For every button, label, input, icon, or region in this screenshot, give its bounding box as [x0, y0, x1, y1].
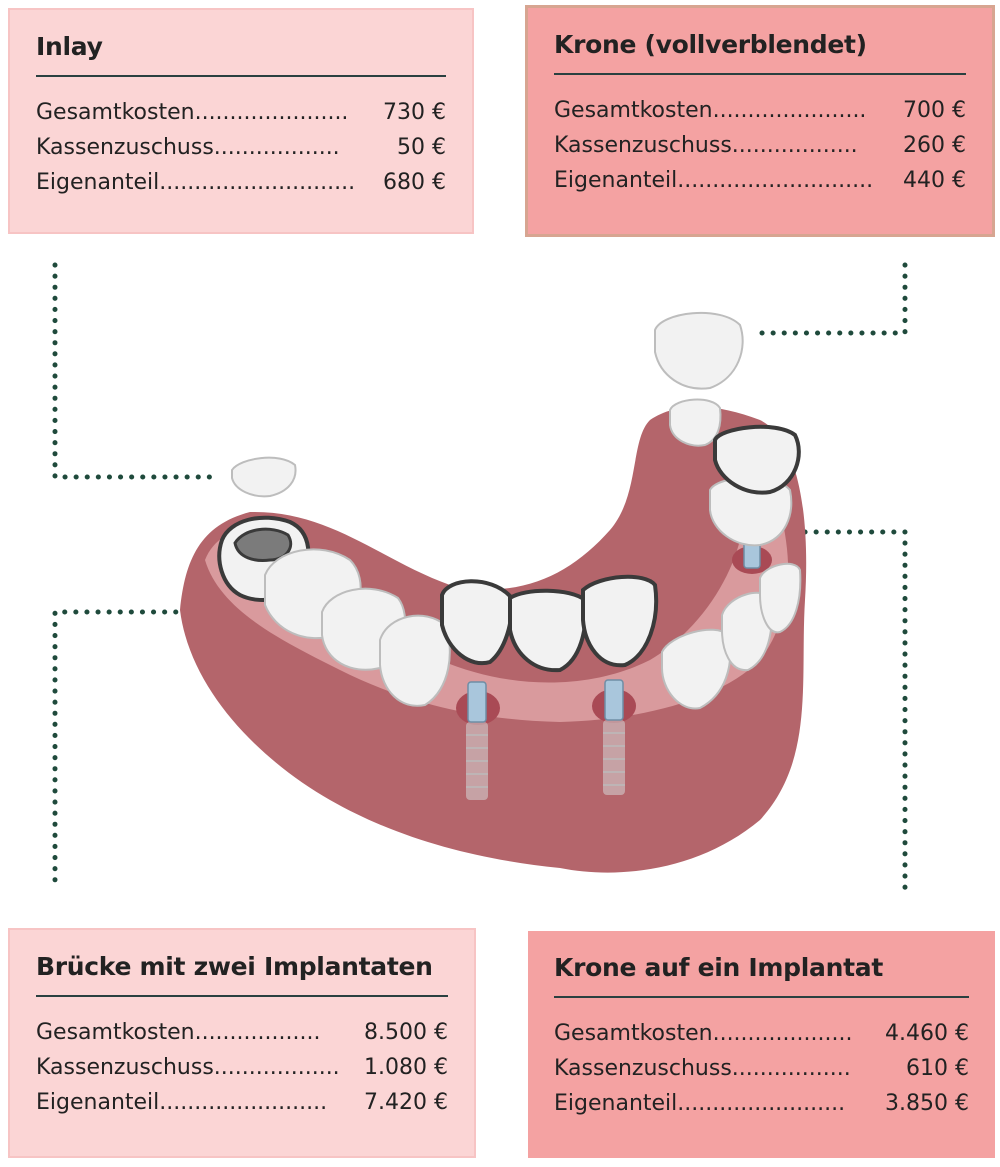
card-divider: [554, 996, 969, 998]
cost-row-subsidy: Kassenzuschuss.................. 260 €: [554, 128, 966, 163]
card-title: Krone (vollverblendet): [554, 30, 867, 59]
bridge-right: [581, 574, 659, 668]
card-divider: [554, 73, 966, 75]
leader-dots: ........................: [159, 1090, 328, 1115]
cost-value: 730 €: [383, 100, 446, 125]
connector-krone: [757, 262, 908, 336]
leader-dots: .................: [731, 1056, 851, 1081]
connector-implantat: [802, 529, 908, 891]
card-title: Inlay: [36, 32, 103, 61]
cost-label: Kassenzuschuss: [554, 1056, 732, 1081]
cost-row-subsidy: Kassenzuschuss.................. 50 €: [36, 130, 446, 165]
leader-dots: ............................: [159, 170, 356, 195]
cost-row-subsidy: Kassenzuschuss.................. 1.080 €: [36, 1050, 448, 1085]
cost-row-total: Gesamtkosten.................. 8.500 €: [36, 1015, 448, 1050]
card-bruecke: Brücke mit zwei Implantaten Gesamtkosten…: [8, 928, 476, 1158]
card-implantat: Krone auf ein Implantat Gesamtkosten....…: [528, 931, 995, 1158]
cost-value: 8.500 €: [364, 1020, 448, 1045]
cost-value: 610 €: [906, 1056, 969, 1081]
cost-label: Kassenzuschuss: [554, 133, 732, 158]
cost-row-own-share: Eigenanteil........................ 3.850…: [554, 1086, 969, 1121]
cost-row-own-share: Eigenanteil............................ 4…: [554, 163, 966, 198]
cost-label: Gesamtkosten: [554, 1021, 713, 1046]
leader-dots: ..................: [731, 133, 858, 158]
cost-label: Eigenanteil: [36, 1090, 160, 1115]
cost-label: Eigenanteil: [36, 170, 160, 195]
cost-row-total: Gesamtkosten...................... 700 €: [554, 93, 966, 128]
leader-dots: ..................: [194, 1020, 321, 1045]
cost-label: Kassenzuschuss: [36, 1055, 214, 1080]
cost-row-own-share: Eigenanteil........................ 7.420…: [36, 1085, 448, 1120]
leader-dots: ......................: [712, 98, 867, 123]
cost-label: Kassenzuschuss: [36, 135, 214, 160]
incisor-3: [759, 562, 802, 634]
cost-row-total: Gesamtkosten.................... 4.460 €: [554, 1016, 969, 1051]
leader-dots: ....................: [712, 1021, 853, 1046]
premolar-2: [379, 614, 451, 707]
bridge-left: [440, 579, 514, 666]
cost-value: 440 €: [903, 168, 966, 193]
bridge-middle: [508, 588, 588, 673]
leader-dots: ..................: [213, 135, 340, 160]
cost-row-subsidy: Kassenzuschuss................. 610 €: [554, 1051, 969, 1086]
card-divider: [36, 995, 448, 997]
cost-value: 3.850 €: [885, 1091, 969, 1116]
leader-dots: ......................: [194, 100, 349, 125]
card-divider: [36, 75, 446, 77]
inlay-floating: [231, 456, 297, 498]
cost-row-total: Gesamtkosten...................... 730 €: [36, 95, 446, 130]
card-krone: Krone (vollverblendet) Gesamtkosten.....…: [525, 5, 995, 237]
card-title: Brücke mit zwei Implantaten: [36, 952, 433, 981]
teeth: [217, 311, 802, 710]
card-inlay: Inlay Gesamtkosten......................…: [8, 8, 474, 234]
cost-value: 50 €: [397, 135, 446, 160]
cost-label: Gesamtkosten: [554, 98, 713, 123]
crown-stump: [669, 398, 722, 447]
cost-label: Eigenanteil: [554, 1091, 678, 1116]
cost-label: Gesamtkosten: [36, 100, 195, 125]
cost-value: 1.080 €: [364, 1055, 448, 1080]
leader-dots: ........................: [677, 1091, 846, 1116]
leader-dots: ..................: [213, 1055, 340, 1080]
cost-label: Gesamtkosten: [36, 1020, 195, 1045]
cost-row-own-share: Eigenanteil............................ 6…: [36, 165, 446, 200]
implants: [456, 527, 772, 800]
cost-label: Eigenanteil: [554, 168, 678, 193]
card-title: Krone auf ein Implantat: [554, 953, 883, 982]
connector-inlay: [52, 262, 218, 480]
incisor-2: [721, 591, 773, 672]
leader-dots: ............................: [677, 168, 874, 193]
cost-value: 260 €: [903, 133, 966, 158]
cost-value: 7.420 €: [364, 1090, 448, 1115]
incisor-1: [661, 628, 732, 710]
crown-tooth: [713, 424, 801, 495]
cost-value: 700 €: [903, 98, 966, 123]
inlay-cavity: [233, 527, 293, 562]
cost-value: 680 €: [383, 170, 446, 195]
crown-floating: [654, 311, 744, 390]
cost-value: 4.460 €: [885, 1021, 969, 1046]
